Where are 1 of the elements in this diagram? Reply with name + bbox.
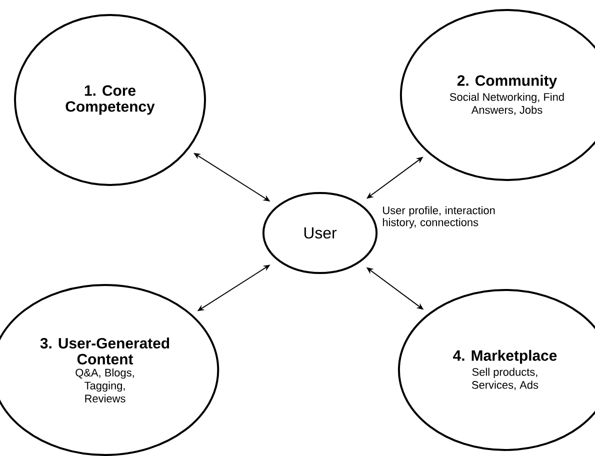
note-text: User profile, interaction history, connections [382, 206, 495, 228]
